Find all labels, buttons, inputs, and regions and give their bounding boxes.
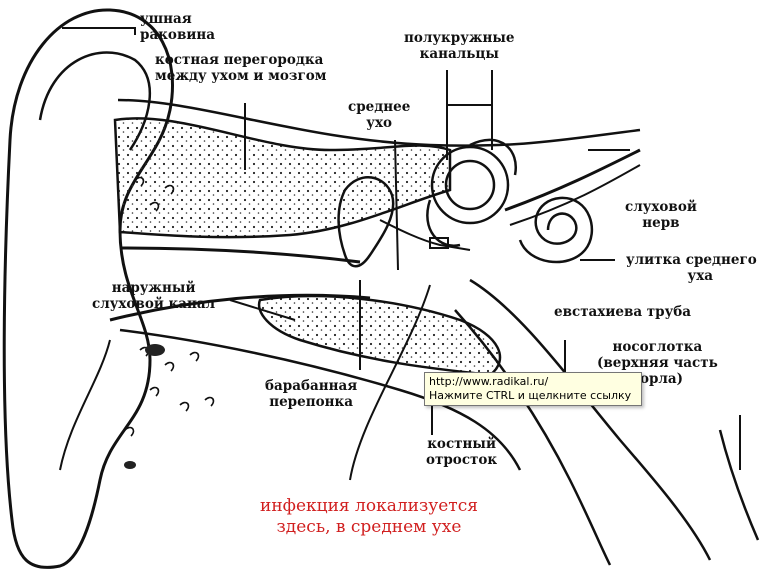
cartilage-texture (124, 176, 215, 437)
eustachian-tube-top (469, 278, 712, 561)
lower-bone-outline (119, 328, 522, 471)
auditory-nerve-2 (509, 164, 641, 226)
ear-canal-top (119, 246, 361, 264)
link-tooltip: http://www.radikal.ru/ Нажмите CTRL и ще… (424, 372, 642, 406)
stapes (429, 237, 449, 249)
bony-septum (113, 117, 452, 239)
tooltip-url: http://www.radikal.ru/ (429, 375, 549, 388)
cochlea (518, 196, 594, 264)
semicircular-canals (426, 138, 518, 248)
label-eustachian-tube: евстахиева труба (554, 304, 691, 320)
pointer-lines (62, 27, 741, 481)
auditory-nerve (504, 148, 641, 212)
throat-line (718, 429, 760, 541)
eustachian-tube-bottom (454, 309, 612, 566)
tooltip-hint: Нажмите CTRL и щелкните ссылку (429, 389, 632, 402)
mastoid-region (257, 294, 502, 377)
ossicle-chain (379, 219, 471, 251)
auricle-inner-fold-2 (59, 339, 111, 471)
skull-line-top (117, 98, 641, 147)
ossicles (337, 176, 395, 268)
cartilage-spots (124, 344, 165, 469)
